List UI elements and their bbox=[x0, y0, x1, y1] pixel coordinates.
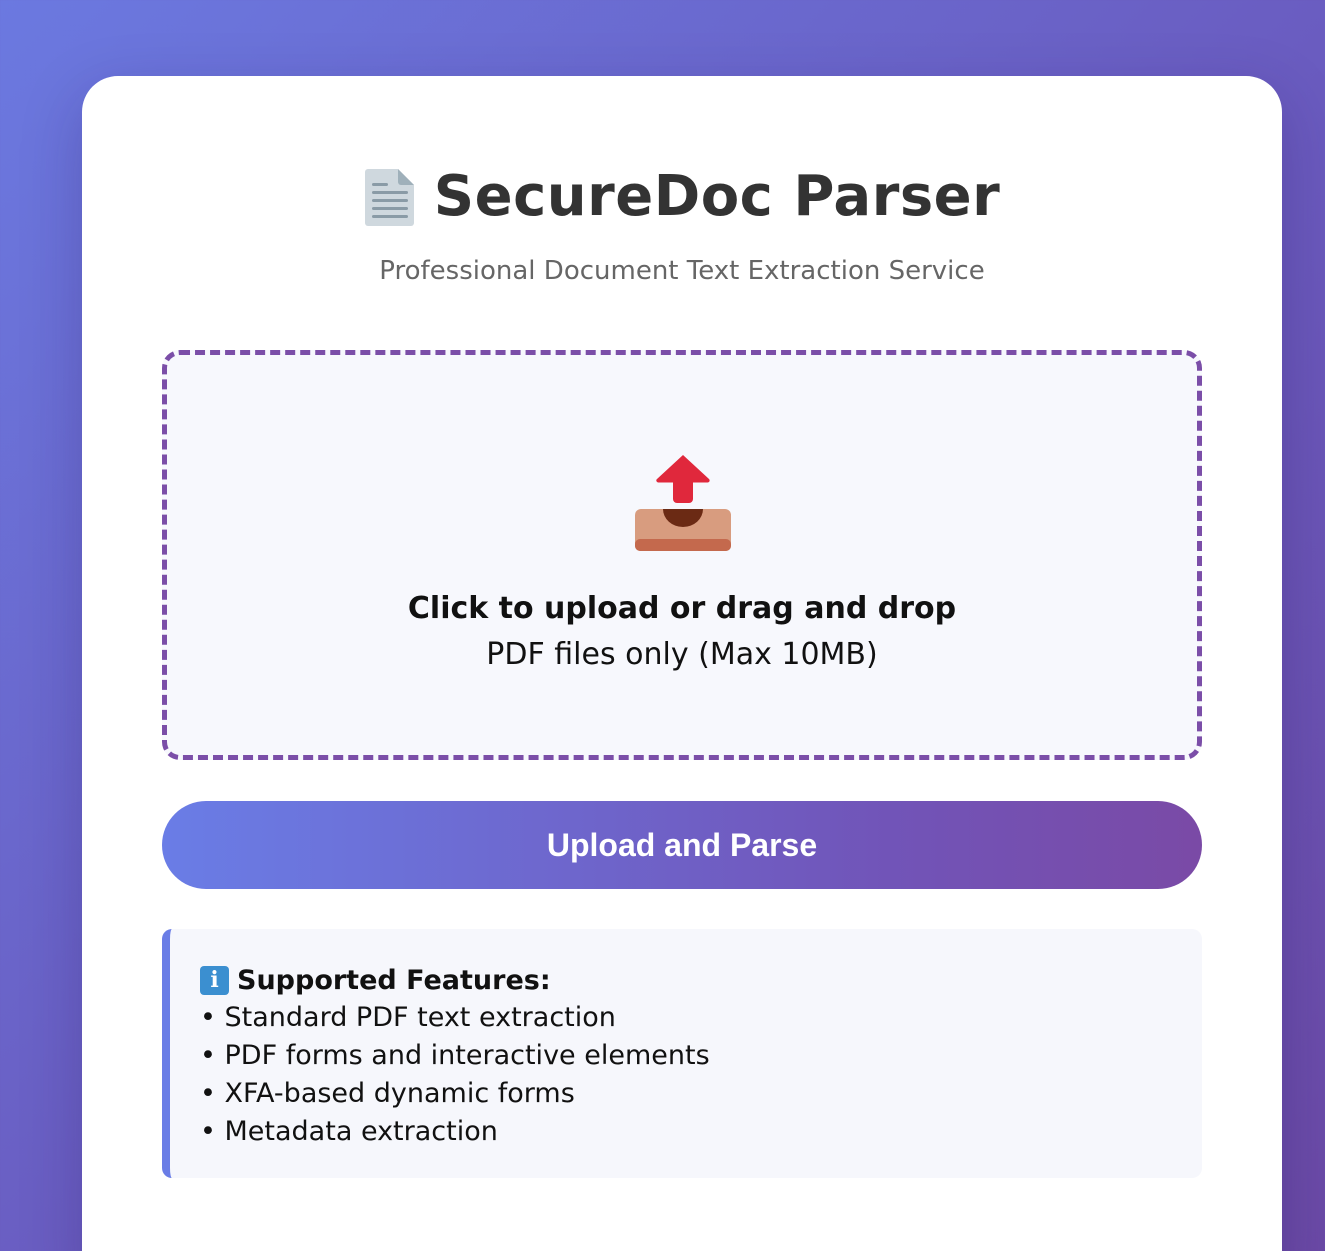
dropzone-instruction: Click to upload or drag and drop bbox=[407, 591, 957, 626]
dropzone-hint: PDF files only (Max 10MB) bbox=[486, 637, 878, 672]
page-title: SecureDoc Parser bbox=[433, 164, 1001, 229]
feature-item: • Standard PDF text extraction bbox=[200, 1002, 616, 1033]
inbox-upload-icon bbox=[635, 455, 731, 551]
features-heading: i Supported Features: bbox=[200, 961, 1202, 999]
features-panel: i Supported Features: • Standard PDF tex… bbox=[162, 929, 1202, 1178]
page-header: SecureDoc Parser bbox=[82, 164, 1282, 229]
feature-item: • XFA-based dynamic forms bbox=[200, 1078, 575, 1109]
main-card: SecureDoc Parser Professional Document T… bbox=[82, 76, 1282, 1251]
feature-item: • Metadata extraction bbox=[200, 1116, 498, 1147]
info-icon: i bbox=[200, 965, 229, 995]
feature-item: • PDF forms and interactive elements bbox=[200, 1040, 710, 1071]
features-title: Supported Features: bbox=[237, 964, 551, 996]
document-icon bbox=[364, 168, 414, 226]
page-subtitle: Professional Document Text Extraction Se… bbox=[379, 256, 985, 286]
file-dropzone[interactable]: Click to upload or drag and drop PDF fil… bbox=[162, 350, 1202, 760]
upload-and-parse-button[interactable]: Upload and Parse bbox=[162, 801, 1202, 889]
